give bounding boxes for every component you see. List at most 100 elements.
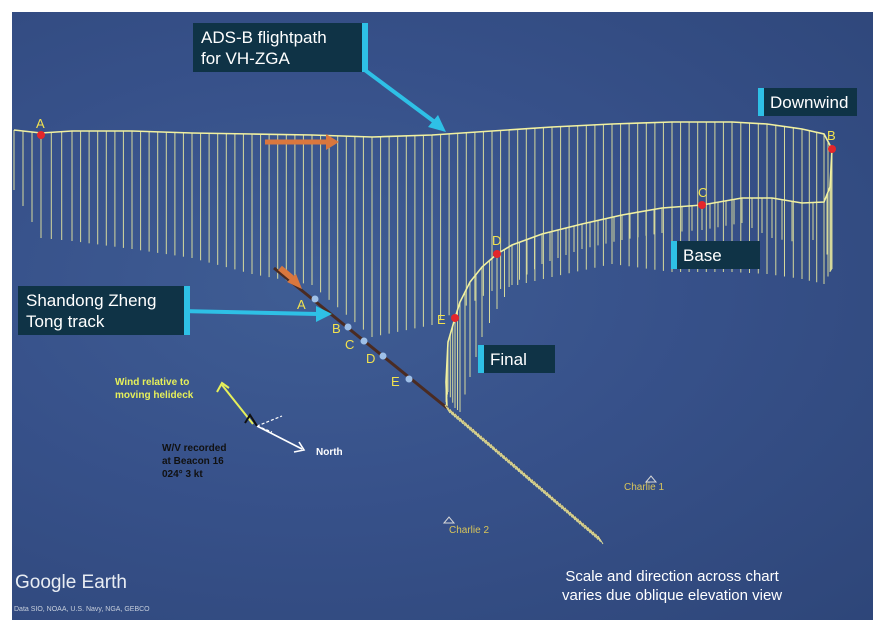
wake-hatch [544, 489, 550, 499]
flightpath-point-b[interactable] [828, 145, 836, 153]
flightpath-point-c[interactable] [698, 201, 706, 209]
downwind-label: Downwind [770, 93, 849, 112]
ship-point-c[interactable] [360, 337, 368, 345]
callout-accent-bar [758, 88, 764, 116]
wake-hatch [597, 535, 604, 545]
wake-hatch [569, 511, 576, 521]
wake-hatch [561, 505, 568, 514]
ship-wake-hatching [444, 404, 604, 545]
wake-hatch [493, 446, 499, 455]
helideck-heading-icon [256, 415, 283, 433]
direction-arrow-icon [278, 265, 302, 289]
wake-hatch [503, 454, 509, 464]
flightpath-point-e[interactable] [451, 314, 459, 322]
flightpath-point-d[interactable] [493, 250, 501, 258]
scale-note-line2: varies due oblique elevation view [562, 587, 783, 604]
charlie1-marker-icon [644, 475, 658, 483]
map-view[interactable]: A B C D E A B C D E ADS-B flightpath for… [12, 12, 873, 620]
wake-hatch [595, 533, 601, 543]
ship-callout-line2: Tong track [26, 312, 105, 331]
wake-hatch [495, 448, 502, 457]
ship-label-a: A [297, 297, 306, 312]
wake-hatch [531, 478, 538, 488]
wake-hatch [490, 444, 497, 453]
wv-line3: 024° 3 kt [162, 469, 203, 480]
wake-hatch [454, 413, 461, 422]
wake-hatch [475, 430, 481, 440]
wake-hatch [590, 529, 596, 538]
ship-track-callout: Shandong Zheng Tong track [18, 286, 190, 335]
wake-hatch [500, 452, 507, 462]
wake-hatch [592, 531, 599, 540]
wv-line1: W/V recorded [162, 443, 227, 454]
charlie1-label: Charlie 1 [624, 482, 665, 493]
wind-relative-line2: moving helideck [115, 390, 194, 401]
wake-hatch [465, 422, 471, 431]
wake-hatch [485, 439, 492, 449]
north-arrow-icon [256, 425, 306, 453]
wake-hatch [559, 503, 566, 512]
wake-hatch [498, 450, 504, 460]
ship-point-b[interactable] [344, 323, 352, 331]
base-callout: Base [671, 241, 760, 269]
wake-hatch [556, 500, 563, 510]
wake-hatch [533, 481, 540, 490]
flightpath-label-a: A [36, 116, 45, 131]
wake-hatch [488, 441, 494, 451]
base-label: Base [683, 246, 722, 265]
wind-origin-icon [244, 413, 258, 427]
wake-hatch [587, 527, 594, 536]
flightpath-label-e: E [437, 312, 446, 327]
wv-recorded-label: W/V recorded at Beacon 16 024° 3 kt [162, 442, 226, 481]
wake-hatch [541, 487, 548, 497]
wake-hatch [452, 411, 458, 420]
downwind-callout: Downwind [758, 88, 858, 116]
flightpath-line [13, 121, 833, 409]
charlie2-label: Charlie 2 [449, 525, 490, 536]
wake-hatch [546, 492, 553, 501]
callout-accent-bar [362, 23, 368, 72]
flightpath-curtain [13, 122, 833, 412]
callout-accent-bar [671, 241, 677, 269]
wake-hatch [472, 428, 479, 438]
ship-label-d: D [366, 351, 376, 366]
wake-hatch [549, 494, 555, 503]
wake-hatch [584, 524, 591, 534]
ship-track-line [273, 266, 448, 410]
wake-hatch [528, 476, 535, 486]
wake-hatch [508, 459, 515, 468]
wake-hatch [567, 509, 573, 519]
ship-point-e[interactable] [405, 375, 413, 383]
ship-point-d[interactable] [379, 352, 387, 360]
google-earth-logo: Google Earth [15, 572, 127, 593]
flightpath-label-c: C [698, 185, 708, 200]
final-callout: Final [478, 345, 555, 373]
scale-note-line1: Scale and direction across chart [565, 568, 779, 585]
data-credit: Data SIO, NOAA, U.S. Navy, NGA, GEBCO [14, 606, 150, 613]
wake-hatch [505, 457, 512, 466]
ship-callout-line1: Shandong Zheng [26, 291, 157, 310]
wake-hatch [579, 520, 586, 529]
wake-hatch [513, 463, 520, 473]
callout-accent-bar [478, 345, 484, 373]
wake-hatch [582, 522, 589, 532]
wind-relative-line1: Wind relative to [115, 377, 190, 388]
scale-note: Scale and direction across chart varies … [562, 567, 782, 605]
wake-hatch [564, 507, 571, 516]
wake-hatch [477, 433, 484, 442]
ship-track-leader-arrow-icon [179, 306, 332, 322]
charlie2-marker-icon [442, 516, 456, 524]
flightpath-label-d: D [492, 233, 502, 248]
ship-point-a[interactable] [311, 295, 319, 303]
adsb-callout-line2: for VH-ZGA [201, 49, 290, 68]
wv-line2: at Beacon 16 [162, 456, 224, 467]
wake-hatch [510, 461, 517, 471]
wake-hatch [449, 409, 456, 418]
wake-hatch [470, 426, 476, 436]
final-label: Final [490, 350, 527, 369]
wake-hatch [523, 472, 530, 481]
flightpath-point-a[interactable] [37, 131, 45, 139]
wake-hatch [518, 468, 525, 477]
ship-label-e: E [391, 374, 400, 389]
wake-hatch [526, 474, 532, 484]
